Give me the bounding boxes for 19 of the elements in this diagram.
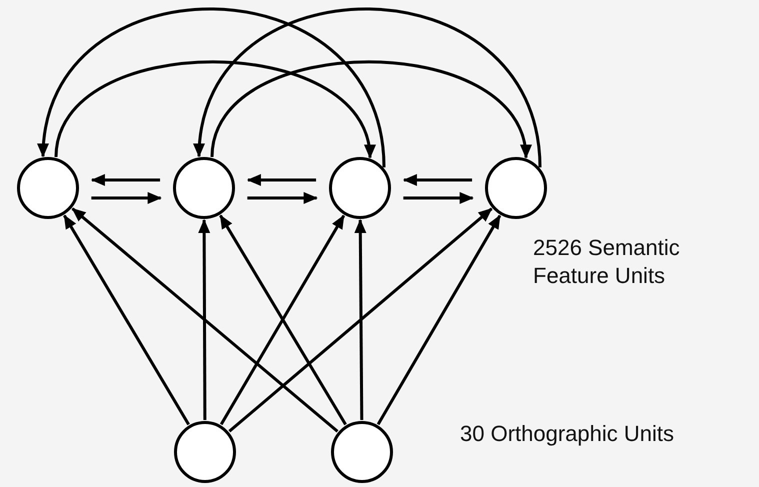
arrow [72, 207, 338, 433]
arrow [403, 192, 474, 204]
arrow [228, 208, 493, 432]
arrow [210, 60, 530, 159]
arrow [91, 192, 162, 204]
layer-label: 2526 Semantic Feature Units [533, 234, 681, 290]
arrow [246, 174, 316, 186]
unit-circle [485, 157, 547, 219]
arrow [63, 214, 190, 426]
arrow [354, 219, 366, 420]
arrow [194, 8, 542, 168]
layer-label: 30 Orthographic Units [460, 420, 675, 448]
arrow [247, 192, 318, 204]
arrow [198, 219, 210, 420]
arrow [376, 214, 502, 426]
arrow [402, 174, 472, 186]
arrow [38, 8, 386, 168]
arrow [54, 60, 374, 159]
arrow [90, 174, 160, 186]
